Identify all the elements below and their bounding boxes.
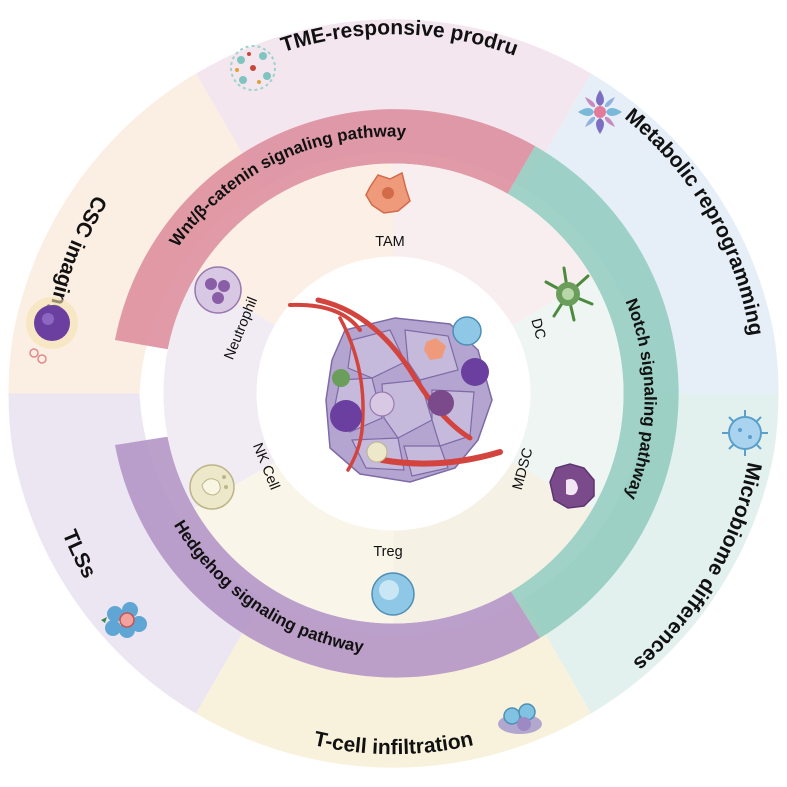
middle-ring [115,109,679,678]
middle-band-notch [507,146,679,638]
label-tam: TAM [375,234,405,250]
neutrophil-icon [194,266,242,314]
nanoparticle-cluster-icon [230,45,276,91]
outer-sector-metabolic [524,73,781,394]
metabolic-network-icon [578,90,622,134]
tertiary-lymphoid-structure-icon [101,602,147,638]
outer-sector-microbiome [524,393,781,714]
tumor-mass-icon [288,297,503,483]
virus-icon [722,410,768,456]
tam-cell-icon [365,171,411,214]
mdsc-cell-icon [549,463,595,509]
outer-sector-tls [6,393,263,714]
label-dc: DC [527,317,548,341]
treg-cell-icon [371,572,415,616]
dendritic-cell-icon [544,266,594,322]
label-treg: Treg [373,544,402,560]
nk-cell-icon [189,464,235,510]
middle-band-wnt [115,109,535,350]
middle-band-hedgehog [115,436,540,678]
t-cell-cluster-icon [498,703,542,734]
cancer-stem-cell-icon [26,297,78,364]
